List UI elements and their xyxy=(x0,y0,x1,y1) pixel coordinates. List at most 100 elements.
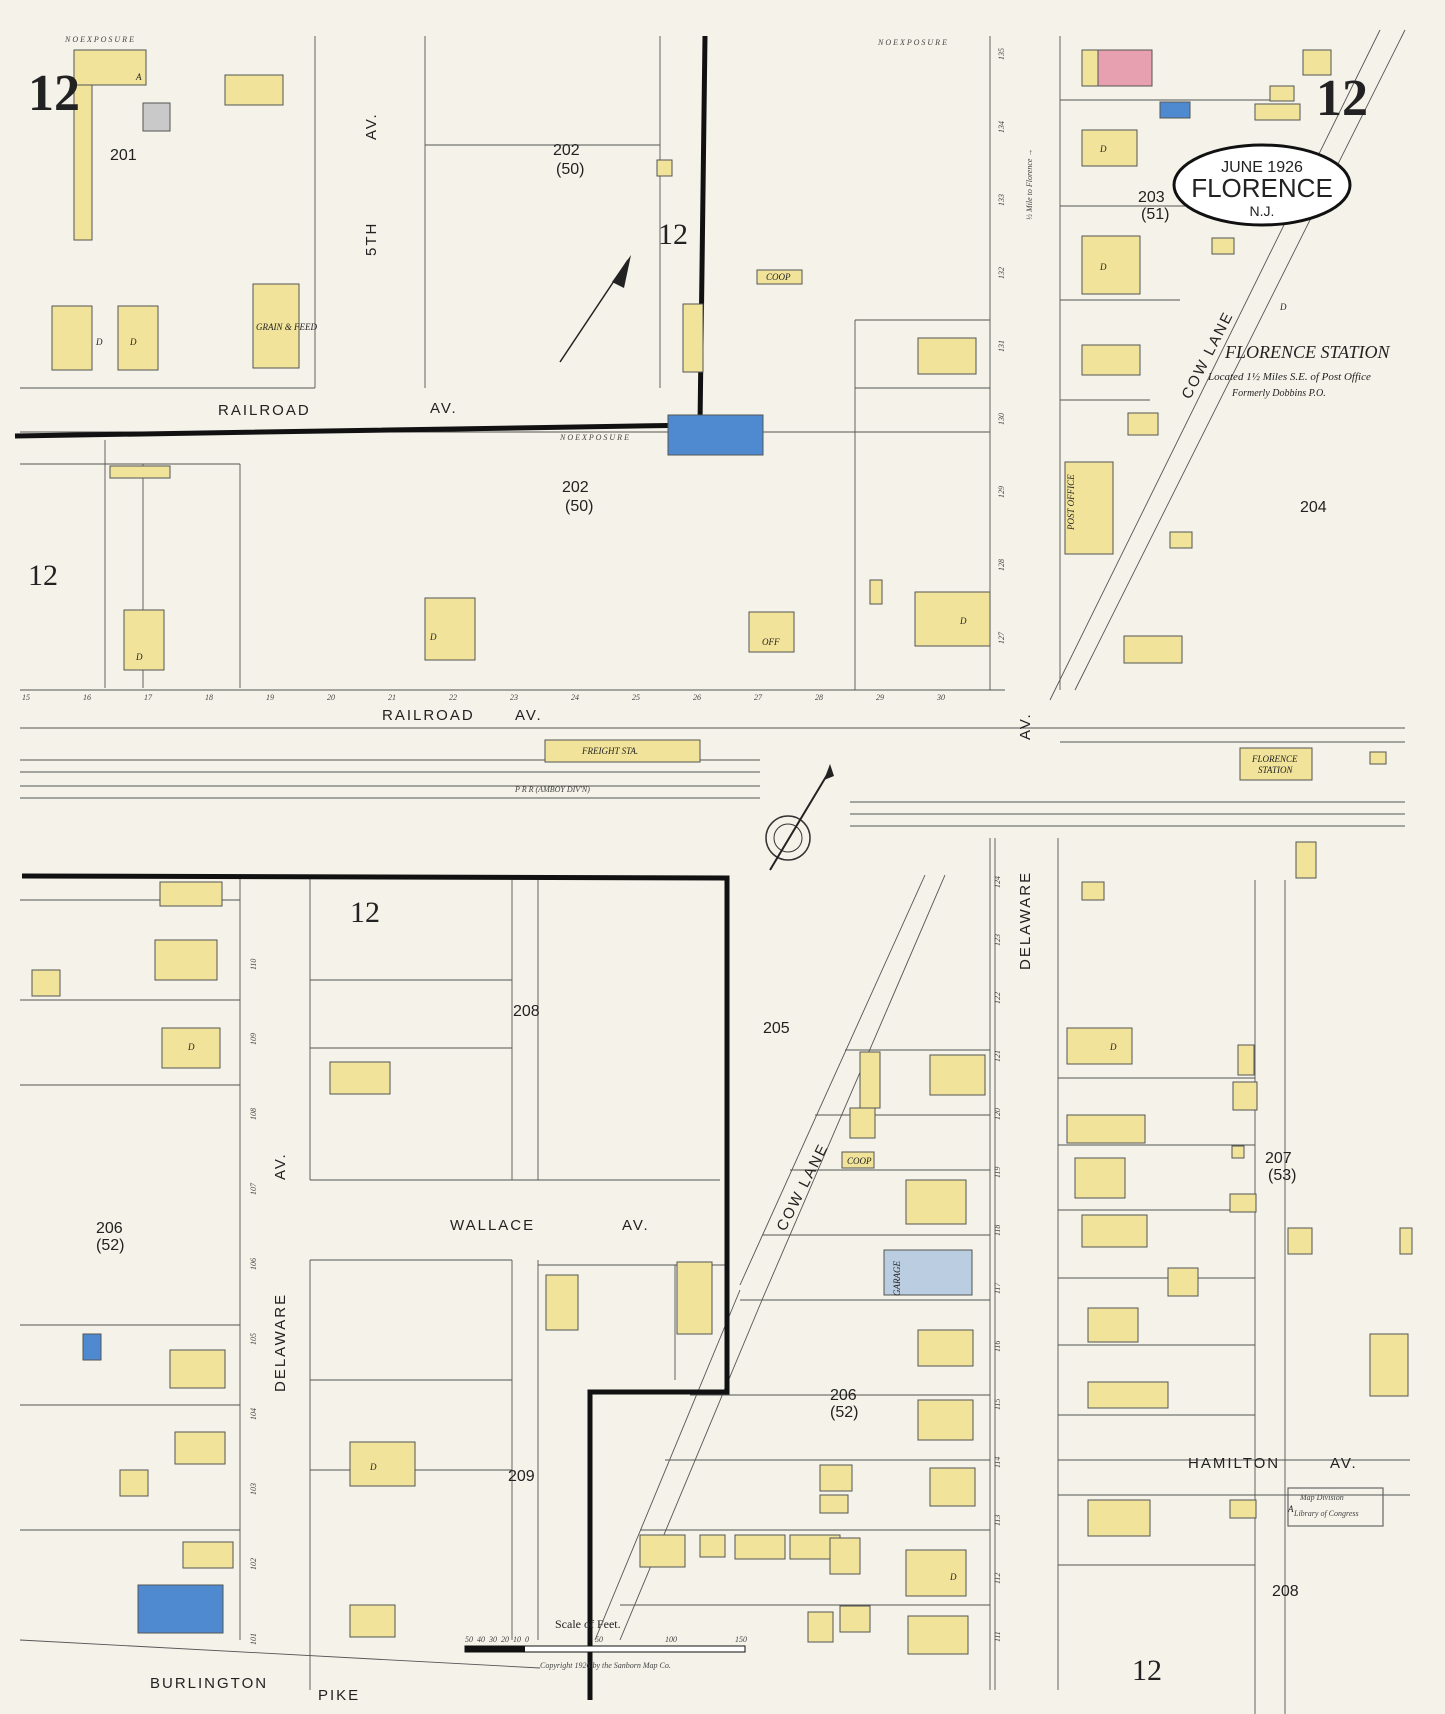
railway-name: P R R (AMBOY DIV'N) xyxy=(514,785,590,794)
station-building-label: FLORENCE xyxy=(1251,754,1298,764)
block-numbers: 201 202 (50) 202 (50) 203 (51) 204 205 2… xyxy=(96,142,1327,1600)
building xyxy=(1169,531,1193,549)
dwelling-label: D xyxy=(429,632,437,642)
lot-number: 19 xyxy=(266,693,274,702)
building xyxy=(31,969,61,997)
building xyxy=(639,1534,686,1568)
building xyxy=(1123,635,1183,664)
building xyxy=(154,939,218,981)
dwelling-label: D xyxy=(1109,1042,1117,1052)
dwelling-label: D xyxy=(959,616,967,626)
block-number: (52) xyxy=(830,1404,858,1421)
block-number: 209 xyxy=(508,1468,535,1485)
scale-tick: 100 xyxy=(665,1635,677,1644)
scale-tick: 150 xyxy=(735,1635,747,1644)
building xyxy=(929,1054,986,1096)
building xyxy=(424,597,476,661)
building xyxy=(1066,1114,1146,1144)
grain-feed-label: GRAIN & FEED xyxy=(256,322,317,332)
block-number: (51) xyxy=(1141,206,1169,223)
lot-number: 20 xyxy=(327,693,335,702)
building xyxy=(1087,1381,1169,1409)
map-date: JUNE 1926 xyxy=(1221,159,1303,176)
block-number: 202 xyxy=(562,479,589,496)
street-lines xyxy=(19,29,1410,1714)
building xyxy=(1254,103,1301,121)
building xyxy=(869,579,883,605)
block-number: 206 xyxy=(96,1220,123,1237)
street-delaware-av: AV. xyxy=(1017,712,1034,740)
street-railroad-av: AV. xyxy=(430,400,458,417)
building xyxy=(1269,85,1295,102)
building xyxy=(349,1441,416,1487)
post-office-label: POST OFFICE xyxy=(1066,474,1076,531)
building xyxy=(1237,1044,1255,1076)
scale-tick: 10 xyxy=(513,1635,521,1644)
street-wallace-av: WALLACE xyxy=(450,1217,535,1234)
building xyxy=(1081,344,1141,376)
lot-number: 110 xyxy=(249,959,258,970)
building xyxy=(1232,1081,1258,1111)
street-railroad-av: AV. xyxy=(515,707,543,724)
station-title: FLORENCE STATION xyxy=(1224,342,1391,362)
street-railroad-av: RAILROAD xyxy=(218,402,311,419)
sheet-ref: 12 xyxy=(28,559,58,592)
building xyxy=(917,337,977,375)
dwelling-label: D xyxy=(129,337,137,347)
lot-number: 26 xyxy=(693,693,701,702)
building xyxy=(1369,751,1387,765)
lot-number: 113 xyxy=(993,1515,1002,1526)
lot-number: 16 xyxy=(83,693,91,702)
office-label: OFF xyxy=(762,637,780,647)
block-number: (52) xyxy=(96,1237,124,1254)
block-number: 202 xyxy=(553,142,580,159)
lot-number: 127 xyxy=(997,631,1006,644)
block-number: 204 xyxy=(1300,499,1327,516)
sheet-ref: 12 xyxy=(350,896,380,929)
lot-number: 108 xyxy=(249,1108,258,1120)
building xyxy=(841,1151,875,1169)
exposure-label: N O E X P O S U R E xyxy=(64,35,134,44)
building xyxy=(929,1467,976,1507)
building xyxy=(1087,1307,1139,1343)
dwelling-label: D xyxy=(95,337,103,347)
street-5th-av: 5TH xyxy=(363,222,380,256)
block-number: 208 xyxy=(513,1003,540,1020)
street-hamilton-av: AV. xyxy=(1330,1455,1358,1472)
lot-number: 15 xyxy=(22,693,30,702)
building xyxy=(748,611,795,653)
building xyxy=(349,1604,396,1638)
building xyxy=(169,1349,226,1389)
lot-number: 28 xyxy=(815,693,823,702)
building xyxy=(656,159,673,177)
lot-number: 121 xyxy=(993,1050,1002,1062)
lot-number: 111 xyxy=(993,1631,1002,1642)
lot-number: 128 xyxy=(997,559,1006,571)
town-name: FLORENCE xyxy=(1191,173,1333,203)
building xyxy=(1074,1157,1126,1199)
street-delaware-av: DELAWARE xyxy=(272,1293,289,1392)
station-former-name: Formerly Dobbins P.O. xyxy=(1231,388,1326,399)
building xyxy=(1167,1267,1199,1297)
building xyxy=(756,269,803,285)
building xyxy=(142,102,171,132)
dwelling-label: D xyxy=(187,1042,195,1052)
scale-tick: 50 xyxy=(595,1635,603,1644)
building xyxy=(252,283,300,369)
scale-tick: 30 xyxy=(488,1635,497,1644)
building xyxy=(807,1611,834,1643)
lot-number: 27 xyxy=(754,693,763,702)
building xyxy=(174,1431,226,1465)
building xyxy=(1081,235,1141,295)
stamp-line: Map Division xyxy=(1299,1493,1344,1502)
building xyxy=(73,49,147,86)
building xyxy=(914,591,991,647)
building xyxy=(819,1494,849,1514)
sheet-number-top-right: 12 xyxy=(1316,70,1368,127)
scale-tick: 50 xyxy=(465,1635,473,1644)
lot-number: 114 xyxy=(993,1457,1002,1468)
